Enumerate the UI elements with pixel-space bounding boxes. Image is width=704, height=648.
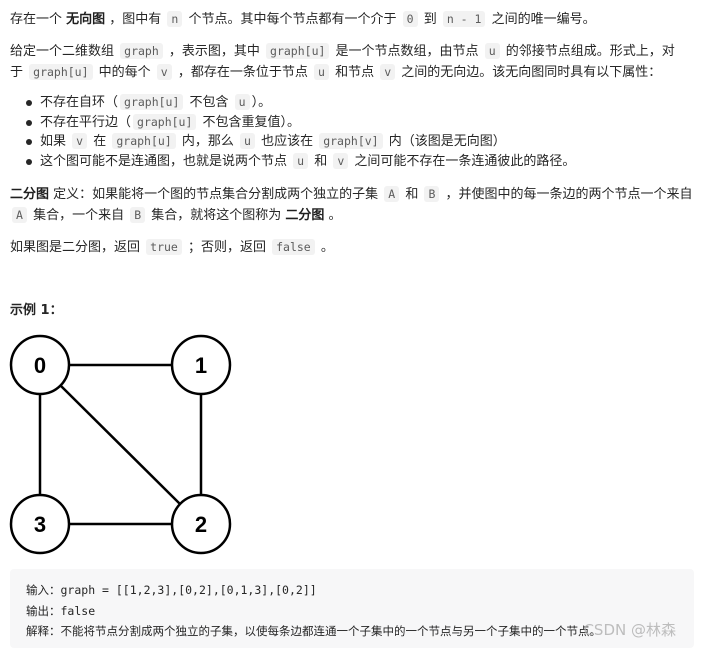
example-explanation-line: 解释：不能将节点分割成两个独立的子集，以使每条边都连通一个子集中的一个节点与另一… xyxy=(26,624,601,638)
example-input-line: 输入：graph = [[1,2,3],[0,2],[0,1,3],[0,2]] xyxy=(26,583,317,597)
text: 在 xyxy=(89,134,111,149)
text: 集合，一个来自 xyxy=(28,208,129,223)
list-item: 不存在平行边（graph[u] 不包含重复值）。 xyxy=(24,113,575,133)
bipartite-bold: 二分图 xyxy=(10,187,50,202)
return-paragraph: 如果图是二分图，返回 true ；否则，返回 false 。 xyxy=(10,236,700,259)
example-code-block: 输入：graph = [[1,2,3],[0,2],[0,1,3],[0,2]]… xyxy=(10,569,694,648)
code-b: B xyxy=(130,207,146,223)
text: ；否则，返回 xyxy=(183,240,271,255)
code-true: true xyxy=(146,239,182,255)
text: 于 xyxy=(10,65,28,80)
code-u: u xyxy=(234,94,250,110)
code-u: u xyxy=(314,64,329,80)
text: 不存在自环（ xyxy=(40,95,119,110)
code-graph-u: graph[u] xyxy=(112,133,176,149)
text: 。 xyxy=(324,208,342,223)
bipartite-definition-line-2: A 集合，一个来自 B 集合，就将这个图称为 二分图 。 xyxy=(10,204,700,227)
text: 如果图是二分图，返回 xyxy=(10,240,145,255)
code-v: v xyxy=(333,152,349,169)
graph-node-2: 2 xyxy=(170,493,232,555)
example-output-line: 输出：false xyxy=(26,604,96,618)
list-item: 不存在自环（graph[u] 不包含 u）。 xyxy=(24,93,575,113)
text: 内，那么 xyxy=(177,134,238,149)
text: 定义：如果能将一个图的节点集合分割成两个独立的子集 xyxy=(49,187,383,202)
text: 这个图可能不是连通图，也就是说两个节点 xyxy=(40,153,292,169)
text: 不存在平行边（ xyxy=(40,114,132,130)
property-list: 不存在自环（graph[u] 不包含 u）。 不存在平行边（graph[u] 不… xyxy=(24,93,575,171)
bipartite-definition-line-1: 二分图 定义：如果能将一个图的节点集合分割成两个独立的子集 A 和 B ，并使图… xyxy=(10,183,700,206)
code-false: false xyxy=(272,239,315,255)
code-b: B xyxy=(424,186,440,202)
text: ，并使图中的每一条边的两个节点一个来自 xyxy=(441,187,693,202)
edge-0-2 xyxy=(60,385,181,505)
text: ，表示图，其中 xyxy=(164,44,265,59)
code-u: u xyxy=(293,152,309,169)
code-v: v xyxy=(72,133,88,149)
text: 之间的唯一编号。 xyxy=(487,12,596,27)
watermark: CSDN @林森 xyxy=(583,621,676,639)
text: 内（该图是无向图） xyxy=(384,134,506,149)
text: 如果 xyxy=(40,134,71,149)
text: 不包含 xyxy=(185,95,233,110)
text: 也应该在 xyxy=(256,134,318,149)
node-label: 1 xyxy=(195,353,207,378)
graph-definition-line-1: 给定一个二维数组 graph ，表示图，其中 graph[u] 是一个节点数组，… xyxy=(10,40,700,63)
graph-node-3: 3 xyxy=(9,493,71,555)
bipartite-bold: 二分图 xyxy=(285,208,325,223)
code-u: u xyxy=(240,133,255,149)
text: 和 xyxy=(310,153,332,169)
graph-node-0: 0 xyxy=(9,334,71,396)
text: 不包含重复值）。 xyxy=(198,114,301,130)
example-graph-diagram: 0 1 3 2 xyxy=(9,334,232,555)
text: 给定一个二维数组 xyxy=(10,44,119,59)
code-v: v xyxy=(380,64,396,80)
text: 的邻接节点组成。形式上，对 xyxy=(501,44,675,59)
text: 之间可能不存在一条连通彼此的路径。 xyxy=(350,153,576,169)
code-u: u xyxy=(484,43,500,59)
code-a: A xyxy=(12,207,27,223)
code-n-minus-1: n - 1 xyxy=(442,11,486,27)
code-graph-u: graph[u] xyxy=(120,94,184,110)
text: 和节点 xyxy=(330,65,379,80)
code-graph-u: graph[u] xyxy=(29,64,93,80)
text: 之间的无向边。该无向图同时具有以下属性： xyxy=(397,65,662,80)
node-label: 0 xyxy=(34,353,46,378)
code-graph-u: graph[u] xyxy=(133,113,197,130)
intro-paragraph: 存在一个 无向图 ，图中有 n 个节点。其中每个节点都有一个介于 0 到 n -… xyxy=(10,8,700,31)
code-graph: graph xyxy=(120,43,163,59)
code-zero: 0 xyxy=(402,11,418,27)
text: ，都存在一条位于节点 xyxy=(173,65,312,80)
code-graph-u: graph[u] xyxy=(266,43,330,59)
text: 。 xyxy=(316,240,334,255)
code-a: A xyxy=(384,186,400,202)
code-graph-v: graph[v] xyxy=(319,133,383,149)
graph-node-1: 1 xyxy=(170,334,232,396)
list-item: 如果 v 在 graph[u] 内，那么 u 也应该在 graph[v] 内（该… xyxy=(24,132,575,152)
text: 是一个节点数组，由节点 xyxy=(331,44,483,59)
node-label: 2 xyxy=(195,512,207,537)
graph-definition-line-2: 于 graph[u] 中的每个 v ，都存在一条位于节点 u 和节点 v 之间的… xyxy=(10,61,700,84)
text: 和 xyxy=(401,187,423,202)
text: 个节点。其中每个节点都有一个介于 xyxy=(184,12,401,27)
example-title: 示例 1： xyxy=(10,303,63,318)
text: ）。 xyxy=(251,95,272,110)
text: 中的每个 xyxy=(94,65,155,80)
code-v: v xyxy=(156,64,172,80)
code-n: n xyxy=(167,11,183,27)
text: 存在一个 xyxy=(10,12,67,27)
text: ，图中有 xyxy=(105,12,166,27)
text: 集合，就将这个图称为 xyxy=(147,208,286,223)
list-item: 这个图可能不是连通图，也就是说两个节点 u 和 v 之间可能不存在一条连通彼此的… xyxy=(24,152,575,172)
node-label: 3 xyxy=(34,512,46,537)
undirected-graph-bold: 无向图 xyxy=(66,12,106,27)
text: 到 xyxy=(419,12,441,27)
